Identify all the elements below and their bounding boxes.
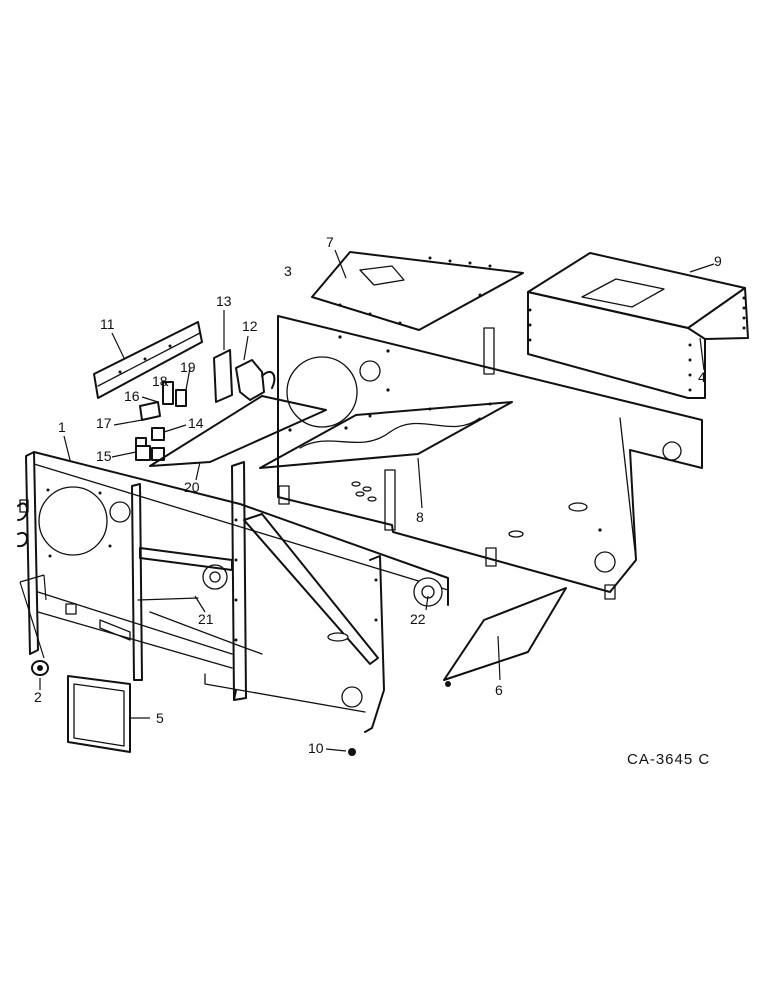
callout-14: 14 [188,415,204,431]
callout-6: 6 [495,682,503,698]
callout-13: 13 [216,293,232,309]
callout-15: 15 [96,448,112,464]
part-10-bolt [325,748,356,756]
callout-18: 18 [152,373,168,389]
callout-1: 1 [58,419,66,435]
part-6-lower-plate [443,587,567,687]
part-7-top-cover [311,249,524,331]
callout-2: 2 [34,689,42,705]
part-9-hood-cover [527,252,749,399]
callout-labels: 1 2 3 4 5 6 7 8 9 10 11 12 13 14 15 16 1… [34,234,722,756]
callout-20: 20 [184,479,200,495]
callout-17: 17 [96,415,112,431]
callout-22: 22 [410,611,426,627]
part-8-divider-shield [259,401,513,531]
callout-10: 10 [308,740,324,756]
callout-4: 4 [698,369,706,385]
callout-7: 7 [326,234,334,250]
callout-9: 9 [714,253,722,269]
part-5-square-frame [67,675,150,753]
callout-21: 21 [198,611,214,627]
callout-12: 12 [242,318,258,334]
callout-11: 11 [100,316,115,332]
fastener-cluster [351,481,377,502]
callout-16: 16 [124,388,140,404]
small-brackets [111,310,276,461]
part-11-angle-bracket [93,321,203,399]
callout-19: 19 [180,359,196,375]
callout-3: 3 [284,263,292,279]
part-2-nut [31,660,49,690]
callout-8: 8 [416,509,424,525]
drawing-code: CA-3645 C [627,751,710,768]
callout-5: 5 [156,710,164,726]
part-20-deflector-plate [149,395,327,481]
part-1-front-side-panel [17,435,449,733]
part-3-rear-side-panel [277,315,703,600]
